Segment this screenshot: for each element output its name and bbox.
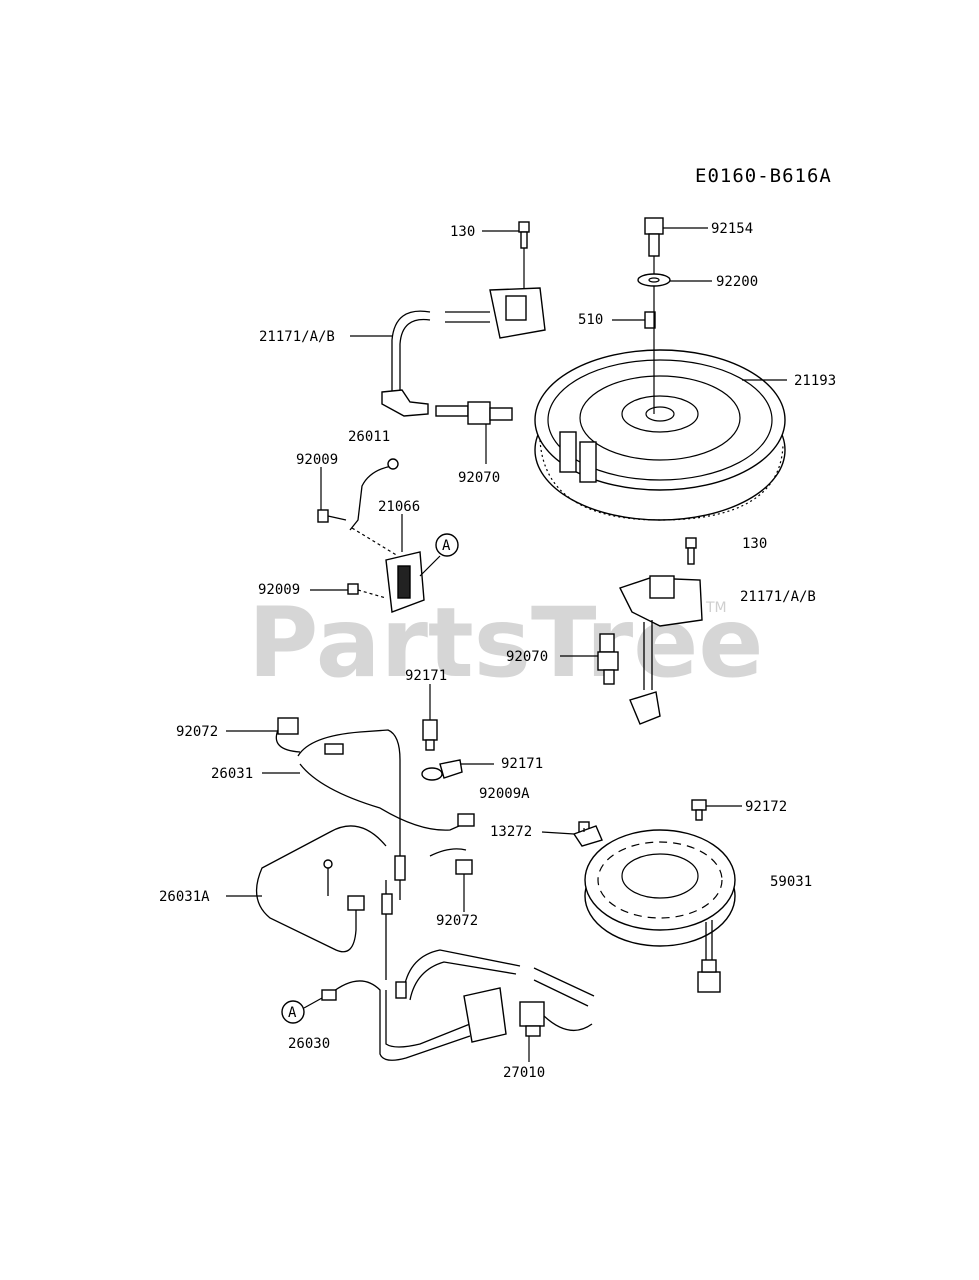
label-92171-top: 92171 bbox=[405, 668, 447, 684]
connector-92171-top[interactable] bbox=[422, 719, 438, 751]
harness-26031[interactable] bbox=[297, 729, 475, 860]
ignition-coil-top[interactable] bbox=[489, 287, 546, 339]
screw-13272[interactable] bbox=[572, 821, 603, 847]
label-92070-top: 92070 bbox=[458, 470, 500, 486]
label-92009a: 92009A bbox=[479, 786, 530, 802]
ref-marker-a-top: A bbox=[435, 533, 459, 557]
plug-cap-26011[interactable] bbox=[381, 389, 429, 417]
screw-92172[interactable] bbox=[691, 799, 707, 821]
flywheel-21193[interactable] bbox=[534, 349, 786, 521]
label-92072-mid: 92072 bbox=[436, 913, 478, 929]
label-27010: 27010 bbox=[503, 1065, 545, 1081]
stator-59031[interactable] bbox=[584, 829, 736, 993]
wire-terminal-92009[interactable] bbox=[349, 458, 399, 531]
label-21193: 21193 bbox=[794, 373, 836, 389]
label-13272: 13272 bbox=[490, 824, 532, 840]
screw-92009-top[interactable] bbox=[317, 509, 347, 523]
terminal-92171-mid[interactable] bbox=[421, 759, 463, 781]
connector-92072-mid[interactable] bbox=[429, 848, 473, 875]
sensor-27010[interactable] bbox=[519, 1001, 593, 1037]
bolt-92154[interactable] bbox=[644, 217, 664, 257]
label-21066: 21066 bbox=[378, 499, 420, 515]
plug-cap-mid[interactable] bbox=[629, 691, 661, 725]
label-92200: 92200 bbox=[716, 274, 758, 290]
label-130-mid: 130 bbox=[742, 536, 767, 552]
label-92009-top: 92009 bbox=[296, 452, 338, 468]
svg-text:A: A bbox=[442, 538, 451, 554]
label-510: 510 bbox=[578, 312, 603, 328]
label-92072-top: 92072 bbox=[176, 724, 218, 740]
harness-26031a[interactable] bbox=[255, 825, 387, 953]
label-26031: 26031 bbox=[211, 766, 253, 782]
watermark-trademark: TM bbox=[705, 600, 727, 616]
label-92154: 92154 bbox=[711, 221, 753, 237]
label-92172: 92172 bbox=[745, 799, 787, 815]
label-26011: 26011 bbox=[348, 429, 390, 445]
label-26030: 26030 bbox=[288, 1036, 330, 1052]
label-92070-mid: 92070 bbox=[506, 649, 548, 665]
bolt-130-mid[interactable] bbox=[685, 537, 697, 565]
washer-92200[interactable] bbox=[637, 273, 671, 287]
harness-26030[interactable] bbox=[321, 949, 521, 1061]
svg-text:A: A bbox=[288, 1005, 297, 1021]
module-21066[interactable] bbox=[385, 551, 425, 613]
connector-92072-top[interactable] bbox=[277, 717, 299, 735]
ref-marker-a-bottom: A bbox=[281, 1000, 305, 1024]
spark-plug-92070-mid[interactable] bbox=[597, 633, 619, 685]
label-21171-mid: 21171/A/B bbox=[740, 589, 816, 605]
ignition-coil-mid[interactable] bbox=[619, 575, 703, 627]
label-21171-top: 21171/A/B bbox=[259, 329, 335, 345]
spark-plug-92070-top[interactable] bbox=[435, 401, 513, 425]
label-26031a: 26031A bbox=[159, 889, 210, 905]
label-130-top: 130 bbox=[450, 224, 475, 240]
label-92009-mid: 92009 bbox=[258, 582, 300, 598]
bolt-130-top[interactable] bbox=[518, 221, 530, 249]
label-92171-mid: 92171 bbox=[501, 756, 543, 772]
diagram-code: E0160-B616A bbox=[695, 165, 832, 187]
screw-92009-mid[interactable] bbox=[347, 583, 387, 599]
label-59031: 59031 bbox=[770, 874, 812, 890]
